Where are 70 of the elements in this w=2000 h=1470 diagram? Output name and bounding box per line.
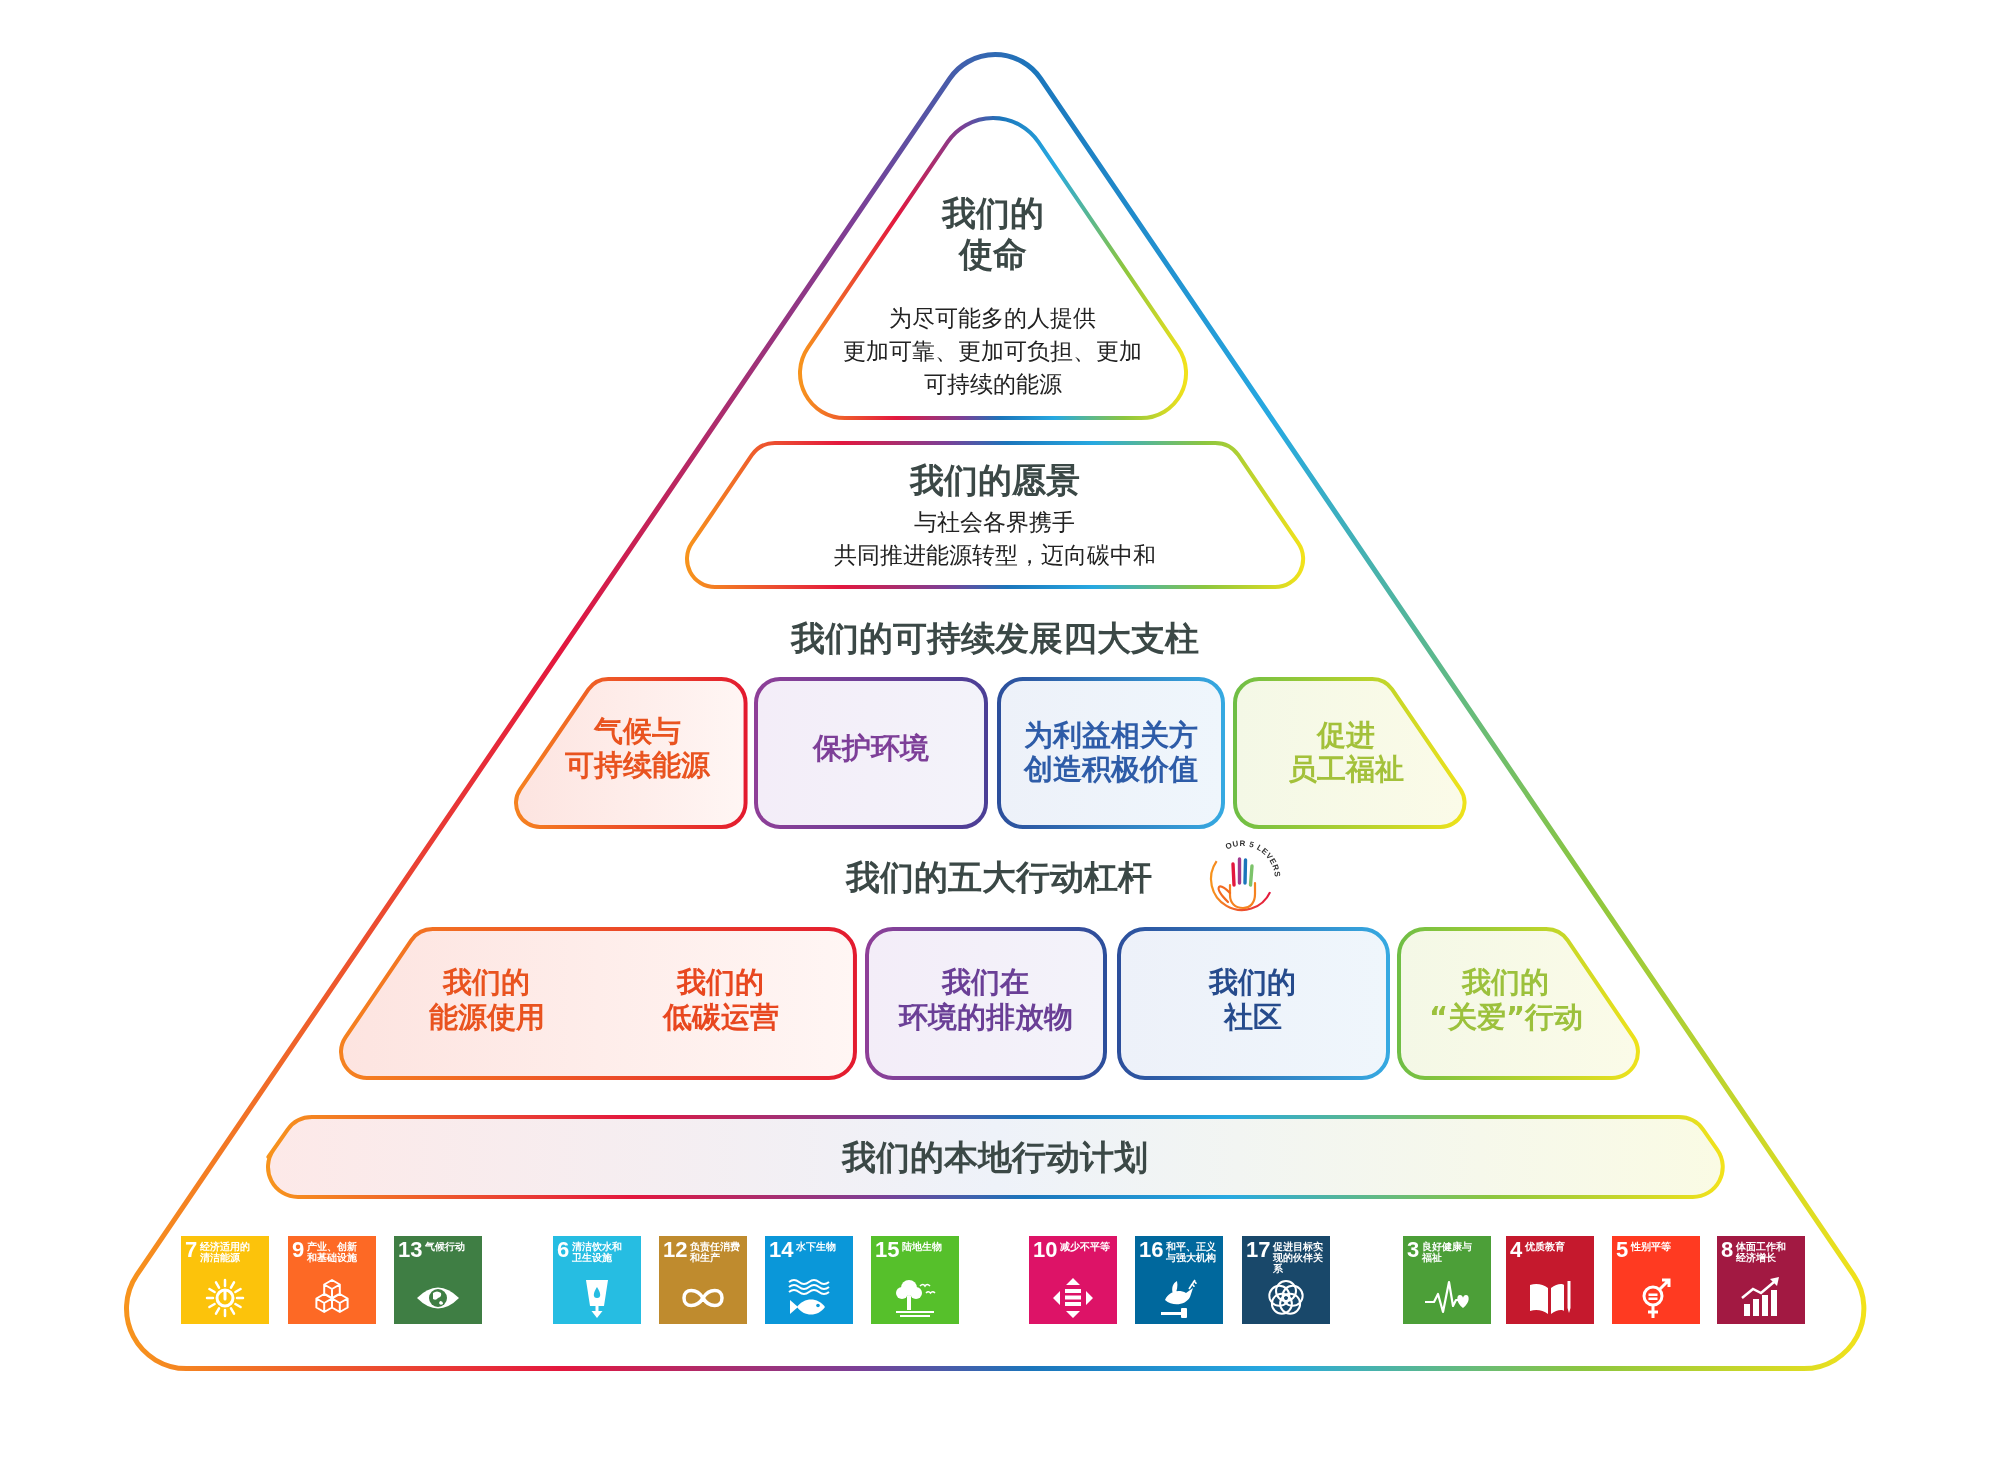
lever-box bbox=[339, 927, 857, 1080]
goal-title: 和平、正义与强大机构 bbox=[1166, 1241, 1218, 1263]
goal-title: 气候行动 bbox=[425, 1241, 467, 1252]
lever-label: 我们的低碳运营 bbox=[661, 965, 780, 1035]
goal-tile bbox=[765, 1236, 853, 1324]
goal-tile bbox=[1717, 1236, 1805, 1324]
goal-title: 性别平等 bbox=[1631, 1241, 1673, 1252]
action-plan-band bbox=[265, 1115, 1725, 1199]
goal-number: 5 bbox=[1616, 1238, 1629, 1262]
pillar-box bbox=[754, 677, 988, 829]
mission-triangle bbox=[797, 115, 1188, 420]
goal-tile bbox=[1135, 1236, 1223, 1324]
goal-number: 13 bbox=[398, 1238, 423, 1262]
pillar-label: 气候与可持续能源 bbox=[564, 714, 712, 782]
pyramid-frame bbox=[123, 52, 1867, 1372]
lever-box bbox=[1117, 927, 1390, 1080]
goal-number: 3 bbox=[1407, 1238, 1420, 1262]
goal-number: 9 bbox=[292, 1238, 305, 1262]
goal-tile bbox=[1506, 1236, 1594, 1324]
lever-box bbox=[865, 927, 1107, 1080]
goal-number: 14 bbox=[769, 1238, 794, 1262]
lever-label: 我们在环境的排放物 bbox=[897, 965, 1074, 1035]
goal-tile bbox=[181, 1236, 269, 1324]
goal-title: 清洁饮水和卫生设施 bbox=[572, 1241, 624, 1263]
goal-title: 负责任消费和生产 bbox=[690, 1241, 742, 1263]
goal-tile bbox=[871, 1236, 959, 1324]
goal-tile bbox=[1612, 1236, 1700, 1324]
goal-number: 10 bbox=[1033, 1238, 1058, 1262]
goal-title: 体面工作和经济增长 bbox=[1736, 1241, 1788, 1263]
goal-number: 6 bbox=[557, 1238, 570, 1262]
goal-title: 促进目标实现的伙伴关系 bbox=[1273, 1241, 1325, 1274]
pillar-box bbox=[997, 677, 1225, 829]
vision-heading: 我们的愿景 bbox=[908, 459, 1081, 501]
goal-tile bbox=[1403, 1236, 1491, 1324]
goal-number: 16 bbox=[1139, 1238, 1164, 1262]
goal-title: 产业、创新和基础设施 bbox=[307, 1241, 359, 1263]
lever-label: 我们的能源使用 bbox=[427, 965, 546, 1035]
goal-number: 4 bbox=[1510, 1238, 1523, 1262]
goal-tile bbox=[659, 1236, 747, 1324]
vision-statement: 与社会各界携手共同推进能源转型，迈向碳中和 bbox=[832, 508, 1157, 570]
lever-label: 我们的社区 bbox=[1207, 965, 1298, 1035]
goal-title: 陆地生物 bbox=[902, 1241, 944, 1252]
band-label: 我们的本地行动计划 bbox=[840, 1136, 1149, 1178]
mission-statement: 为尽可能多的人提供更加可靠、更加可负担、更加可持续的能源 bbox=[842, 303, 1144, 399]
pillar-box bbox=[1233, 677, 1467, 829]
lever-box bbox=[1397, 927, 1640, 1080]
goal-number: 7 bbox=[185, 1238, 198, 1262]
vision-trapezoid bbox=[684, 441, 1306, 589]
section-heading: 我们的五大行动杠杆 bbox=[844, 856, 1153, 898]
pillar-box bbox=[514, 677, 748, 829]
pillar-label: 为利益相关方创造积极价值 bbox=[1022, 718, 1199, 786]
goal-tile bbox=[1029, 1236, 1117, 1324]
pillar-label: 促进员工福祉 bbox=[1287, 718, 1405, 786]
goal-tile bbox=[553, 1236, 641, 1324]
goal-number: 17 bbox=[1246, 1238, 1271, 1262]
section-heading: 我们的可持续发展四大支柱 bbox=[789, 617, 1200, 659]
mission-heading: 我们的使命 bbox=[940, 192, 1045, 275]
goal-title: 水下生物 bbox=[796, 1241, 838, 1252]
goal-tile bbox=[288, 1236, 376, 1324]
goal-title: 良好健康与福祉 bbox=[1422, 1241, 1474, 1263]
goal-number: 15 bbox=[875, 1238, 900, 1262]
goal-number: 8 bbox=[1721, 1238, 1734, 1262]
pillar-label: 保护环境 bbox=[811, 731, 930, 765]
goal-title: 优质教育 bbox=[1525, 1241, 1567, 1252]
goal-tile bbox=[394, 1236, 482, 1324]
goal-number: 12 bbox=[663, 1238, 688, 1262]
goal-title: 经济适用的清洁能源 bbox=[200, 1241, 252, 1263]
lever-label: 我们的“关爱”行动 bbox=[1427, 965, 1585, 1035]
goal-title: 减少不平等 bbox=[1060, 1241, 1112, 1252]
goal-tile bbox=[1242, 1236, 1330, 1324]
